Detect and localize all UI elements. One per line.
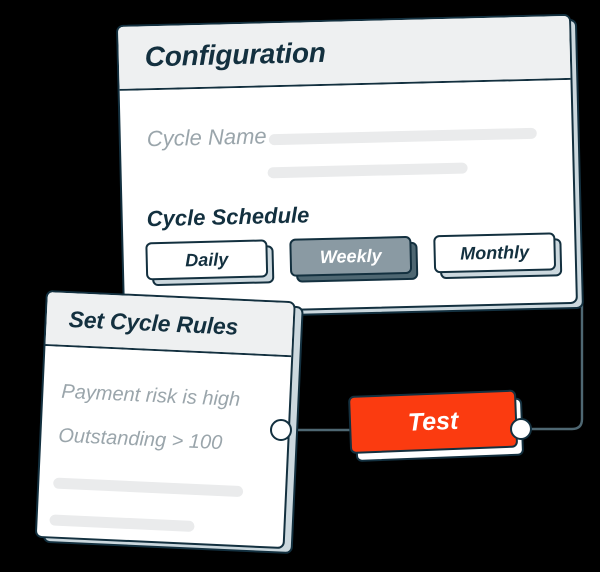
rule-item-outstanding[interactable]: Outstanding > 100 [57,424,223,455]
rules-output-port[interactable] [270,419,292,441]
test-button[interactable]: Test [348,389,519,454]
segment-button-monthly[interactable]: Monthly [433,232,557,274]
rule-placeholder-bar-2[interactable] [49,514,195,532]
cycle-name-label: Cycle Name [146,123,267,152]
segment-daily-wrap: Daily [145,239,275,287]
segment-weekly-wrap: Weekly [289,235,419,283]
rules-card-title: Set Cycle Rules [68,305,239,340]
segment-button-daily[interactable]: Daily [145,239,269,281]
cycle-name-field-row: Cycle Name [146,123,266,152]
configuration-card: Configuration Cycle Name Cycle Schedule … [116,13,578,315]
rules-card-header: Set Cycle Rules [45,292,294,358]
cycle-schedule-label: Cycle Schedule [146,202,310,232]
set-cycle-rules-card: Set Cycle Rules Payment risk is high Out… [34,290,296,550]
rule-item-payment-risk[interactable]: Payment risk is high [60,380,241,411]
segment-button-weekly[interactable]: Weekly [289,235,413,277]
segment-monthly-wrap: Monthly [433,232,563,280]
cycle-name-input[interactable] [268,127,537,146]
configuration-card-title: Configuration [144,36,327,73]
cycle-name-secondary-input[interactable] [267,162,468,179]
test-output-port[interactable] [510,418,532,440]
rule-placeholder-bar-1[interactable] [53,477,244,498]
cycle-schedule-options: Daily Weekly Monthly [145,232,563,287]
configuration-card-header: Configuration [118,15,571,91]
